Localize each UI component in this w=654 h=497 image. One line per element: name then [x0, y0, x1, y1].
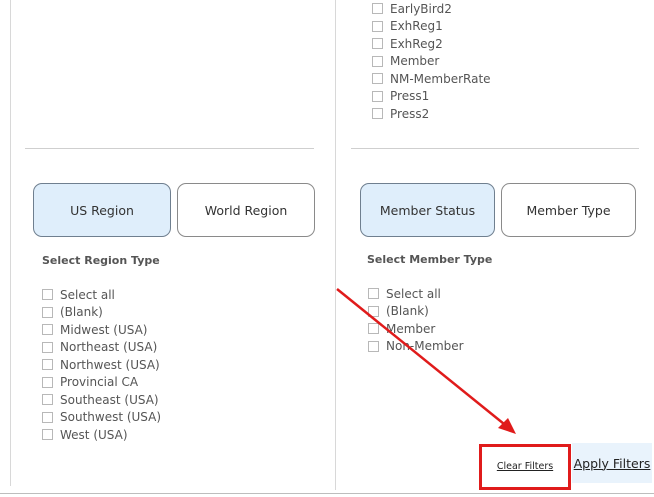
list-item[interactable]: West (USA)	[42, 426, 161, 444]
region-option-list: Select all (Blank) Midwest (USA) Northea…	[42, 286, 161, 444]
left-section-separator	[25, 148, 314, 149]
checkbox[interactable]	[42, 411, 53, 423]
checkbox[interactable]	[42, 359, 53, 371]
checkbox[interactable]	[42, 376, 53, 388]
checkbox-label: EarlyBird2	[390, 1, 452, 16]
list-item[interactable]: NM-MemberRate	[372, 70, 491, 88]
checkbox-label: Select all	[60, 287, 115, 302]
list-item[interactable]: Press2	[372, 105, 491, 123]
tab-us-region[interactable]: US Region	[33, 183, 171, 237]
apply-filters-link[interactable]: Apply Filters	[573, 455, 651, 471]
checkbox-label: Member	[386, 321, 436, 336]
list-item[interactable]: Member	[368, 320, 464, 338]
checkbox[interactable]	[372, 55, 383, 67]
checkbox-label: ExhReg2	[390, 36, 443, 51]
checkbox[interactable]	[372, 108, 383, 120]
checkbox[interactable]	[372, 90, 383, 102]
tab-label: Member Status	[379, 202, 476, 218]
tab-label: Member Type	[526, 202, 611, 218]
list-item[interactable]: ExhReg2	[372, 35, 491, 53]
tab-member-type[interactable]: Member Type	[501, 183, 636, 237]
checkbox[interactable]	[372, 3, 383, 15]
list-item[interactable]: ExhReg1	[372, 18, 491, 36]
checkbox-label: West (USA)	[60, 427, 128, 442]
checkbox-label: Press2	[390, 106, 430, 121]
checkbox-label: Northwest (USA)	[60, 357, 160, 372]
checkbox[interactable]	[372, 38, 383, 50]
list-item[interactable]: Provincial CA	[42, 374, 161, 392]
tab-world-region[interactable]: World Region	[177, 183, 315, 237]
list-item[interactable]: Select all	[368, 285, 464, 303]
tab-label: US Region	[70, 202, 134, 218]
checkbox-label: Provincial CA	[60, 375, 139, 390]
checkbox-label: NM-MemberRate	[390, 71, 491, 86]
checkbox-label: (Blank)	[60, 305, 103, 320]
list-item[interactable]: Southeast (USA)	[42, 391, 161, 409]
checkbox-label: (Blank)	[386, 304, 429, 319]
checkbox[interactable]	[368, 323, 379, 335]
left-panel-border	[10, 0, 11, 486]
checkbox-label: Southeast (USA)	[60, 392, 159, 407]
list-item[interactable]: Select all	[42, 286, 161, 304]
checkbox-label: ExhReg1	[390, 19, 443, 34]
tab-member-status[interactable]: Member Status	[360, 183, 495, 237]
list-item[interactable]: Non-Member	[368, 338, 464, 356]
apply-filters-button[interactable]: Apply Filters	[572, 443, 652, 483]
checkbox[interactable]	[368, 288, 379, 300]
right-section-separator	[351, 148, 639, 149]
checkbox[interactable]	[42, 306, 53, 318]
list-item[interactable]: Northeast (USA)	[42, 339, 161, 357]
list-item[interactable]: (Blank)	[368, 303, 464, 321]
member-type-label: Select Member Type	[367, 253, 493, 266]
checkbox-label: Select all	[386, 286, 441, 301]
bottom-border	[0, 493, 654, 494]
list-item[interactable]: Northwest (USA)	[42, 356, 161, 374]
checkbox[interactable]	[42, 429, 53, 441]
list-item[interactable]: Member	[372, 53, 491, 71]
checkbox[interactable]	[42, 324, 53, 336]
clear-filters-link[interactable]: Clear Filters	[496, 460, 554, 472]
member-option-list: Select all (Blank) Member Non-Member	[368, 285, 464, 355]
checkbox[interactable]	[372, 20, 383, 32]
checkbox-label: Non-Member	[386, 339, 464, 354]
region-type-label: Select Region Type	[42, 254, 160, 267]
checkbox[interactable]	[42, 289, 53, 301]
checkbox[interactable]	[372, 73, 383, 85]
checkbox-label: Member	[390, 54, 440, 69]
checkbox-label: Press1	[390, 89, 430, 104]
tab-label: World Region	[204, 202, 288, 218]
list-item[interactable]: Midwest (USA)	[42, 321, 161, 339]
list-item[interactable]: Press1	[372, 88, 491, 106]
panel-divider	[335, 0, 336, 490]
checkbox-label: Midwest (USA)	[60, 322, 148, 337]
checkbox[interactable]	[42, 341, 53, 353]
checkbox[interactable]	[368, 305, 379, 317]
list-item[interactable]: Southwest (USA)	[42, 409, 161, 427]
ticket-type-list: EarlyBird2 ExhReg1 ExhReg2 Member NM-Mem…	[372, 0, 491, 123]
checkbox-label: Northeast (USA)	[60, 340, 158, 355]
list-item[interactable]: (Blank)	[42, 304, 161, 322]
checkbox[interactable]	[42, 394, 53, 406]
checkbox-label: Southwest (USA)	[60, 410, 162, 425]
list-item[interactable]: EarlyBird2	[372, 0, 491, 18]
checkbox[interactable]	[368, 340, 379, 352]
